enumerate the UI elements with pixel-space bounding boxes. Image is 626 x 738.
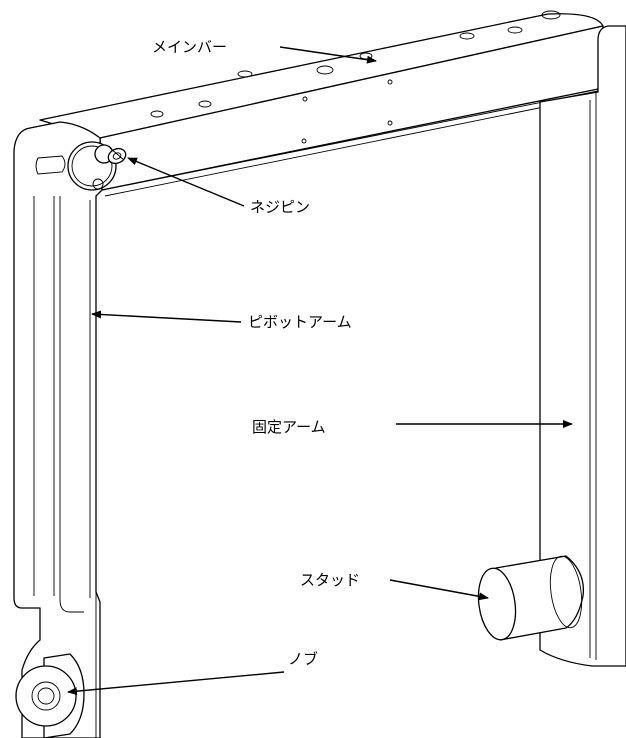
pivot-arm-shape	[13, 121, 117, 738]
main-bar-arrow	[279, 46, 377, 64]
fixed-arm-shape	[539, 25, 626, 667]
stud-label: スタッド	[300, 571, 361, 589]
main-bar-label: メインバー	[152, 38, 228, 56]
screw-pin-label: ネジピン	[250, 198, 311, 216]
knob-arrow	[67, 671, 285, 696]
stud-shape	[477, 555, 585, 641]
pivot-arm-label: ピボットアーム	[248, 313, 352, 331]
fixed-arm-label: 固定アーム	[252, 418, 326, 436]
stud-arrow	[389, 579, 489, 601]
pivot-arm-arrow	[91, 310, 242, 323]
main-bar-shape	[39, 10, 604, 197]
knob-shape	[15, 653, 85, 738]
screw-pin-shape	[94, 144, 127, 165]
screw-pin-arrow	[127, 157, 245, 207]
knob-label: ノブ	[288, 650, 319, 668]
